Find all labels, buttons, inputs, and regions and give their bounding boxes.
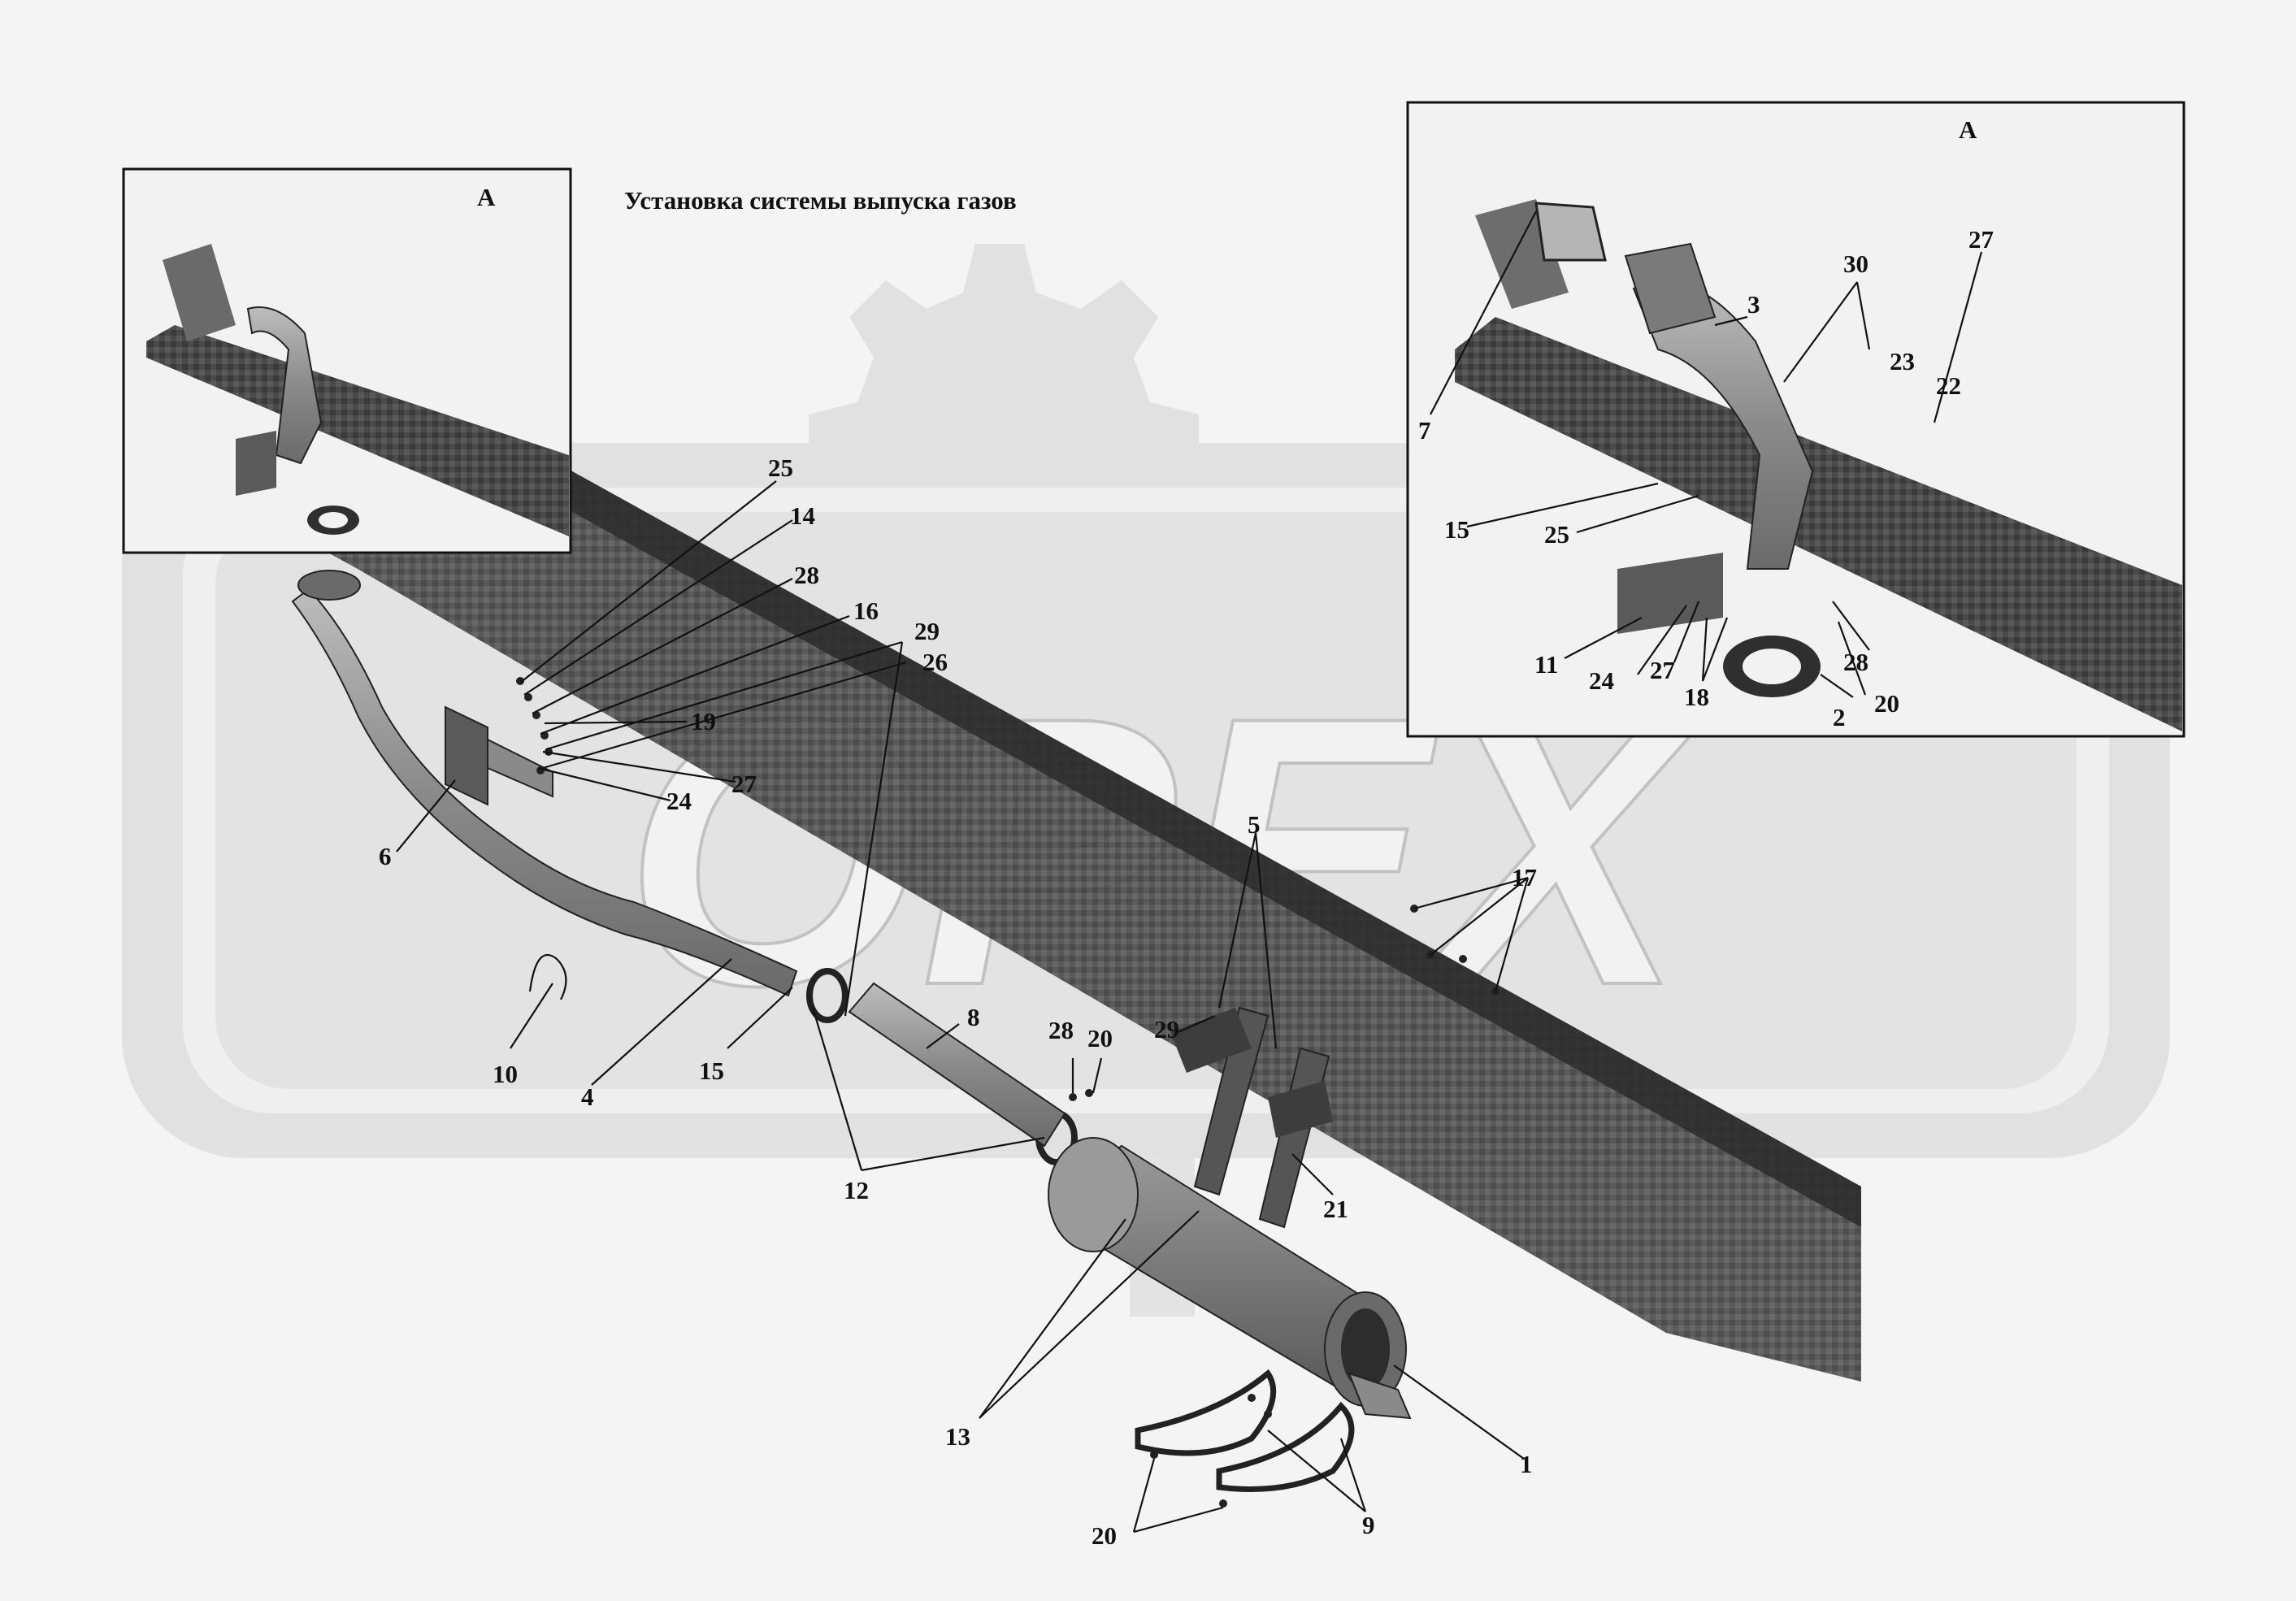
callout-14: 14 <box>790 501 815 530</box>
callout-24: 24 <box>666 787 692 815</box>
detail-view-a-large: А <box>1406 101 2185 738</box>
callout-5: 5 <box>1248 810 1261 839</box>
callout-20: 20 <box>1087 1024 1113 1052</box>
detail-callout-23: 23 <box>1890 347 1915 375</box>
callout-20b: 20 <box>1092 1521 1117 1550</box>
callout-4: 4 <box>581 1083 594 1111</box>
muffler-hangers <box>1170 1006 1333 1229</box>
detail-callout-20: 20 <box>1874 689 1899 718</box>
callout-13: 13 <box>945 1422 970 1451</box>
callout-29b: 29 <box>1154 1015 1179 1043</box>
detail-callout-27: 27 <box>1968 225 1994 254</box>
view-label-right: А <box>1959 115 1977 144</box>
callout-19: 19 <box>691 707 716 735</box>
callout-27: 27 <box>731 770 757 798</box>
callout-10: 10 <box>493 1060 518 1088</box>
callout-26: 26 <box>922 648 948 676</box>
detail-callout-22: 22 <box>1936 371 1961 400</box>
muffler <box>1048 1137 1412 1420</box>
detail-callout-11: 11 <box>1534 650 1558 679</box>
detail-callout-18: 18 <box>1684 683 1709 711</box>
detail-callout-15: 15 <box>1444 515 1469 544</box>
exhaust-downpipe <box>291 570 798 997</box>
page-title: Установка системы выпуска газов <box>624 186 1017 215</box>
callout-16: 16 <box>853 597 879 625</box>
view-label-left: А <box>477 183 496 211</box>
callout-21: 21 <box>1323 1195 1348 1223</box>
callout-25: 25 <box>768 453 793 482</box>
callout-28b: 28 <box>1048 1016 1074 1044</box>
intermediate-pipe <box>848 982 1066 1148</box>
frame-rail <box>150 309 1861 1382</box>
muffler-straps <box>1135 1369 1355 1492</box>
detail-view-a-small: А <box>122 167 572 554</box>
callout-1: 1 <box>1520 1450 1533 1478</box>
callout-15: 15 <box>699 1056 724 1085</box>
detail-callout-3: 3 <box>1747 290 1760 319</box>
part-callouts: 25 14 28 16 29 26 19 27 24 6 10 4 15 8 2… <box>379 453 1537 1550</box>
callout-12: 12 <box>844 1176 869 1204</box>
u-bolt <box>528 953 567 1000</box>
detail-callout-27b: 27 <box>1650 656 1675 684</box>
callout-29: 29 <box>914 617 940 645</box>
callout-8: 8 <box>967 1003 980 1031</box>
callout-17: 17 <box>1512 863 1537 892</box>
callout-6: 6 <box>379 842 392 870</box>
detail-callout-24: 24 <box>1589 666 1614 695</box>
detail-callouts: 7 3 30 23 27 22 15 25 11 24 27 18 28 2 2… <box>1418 225 1994 731</box>
callout-28: 28 <box>794 561 819 589</box>
detail-callout-25: 25 <box>1544 520 1569 549</box>
detail-callout-7: 7 <box>1418 416 1431 445</box>
callout-9: 9 <box>1362 1511 1375 1539</box>
detail-callout-2: 2 <box>1833 703 1846 731</box>
leader-lines <box>396 210 1983 1534</box>
detail-callout-28: 28 <box>1843 648 1868 676</box>
downpipe-bracket <box>445 705 553 806</box>
detail-callout-30: 30 <box>1843 249 1868 278</box>
